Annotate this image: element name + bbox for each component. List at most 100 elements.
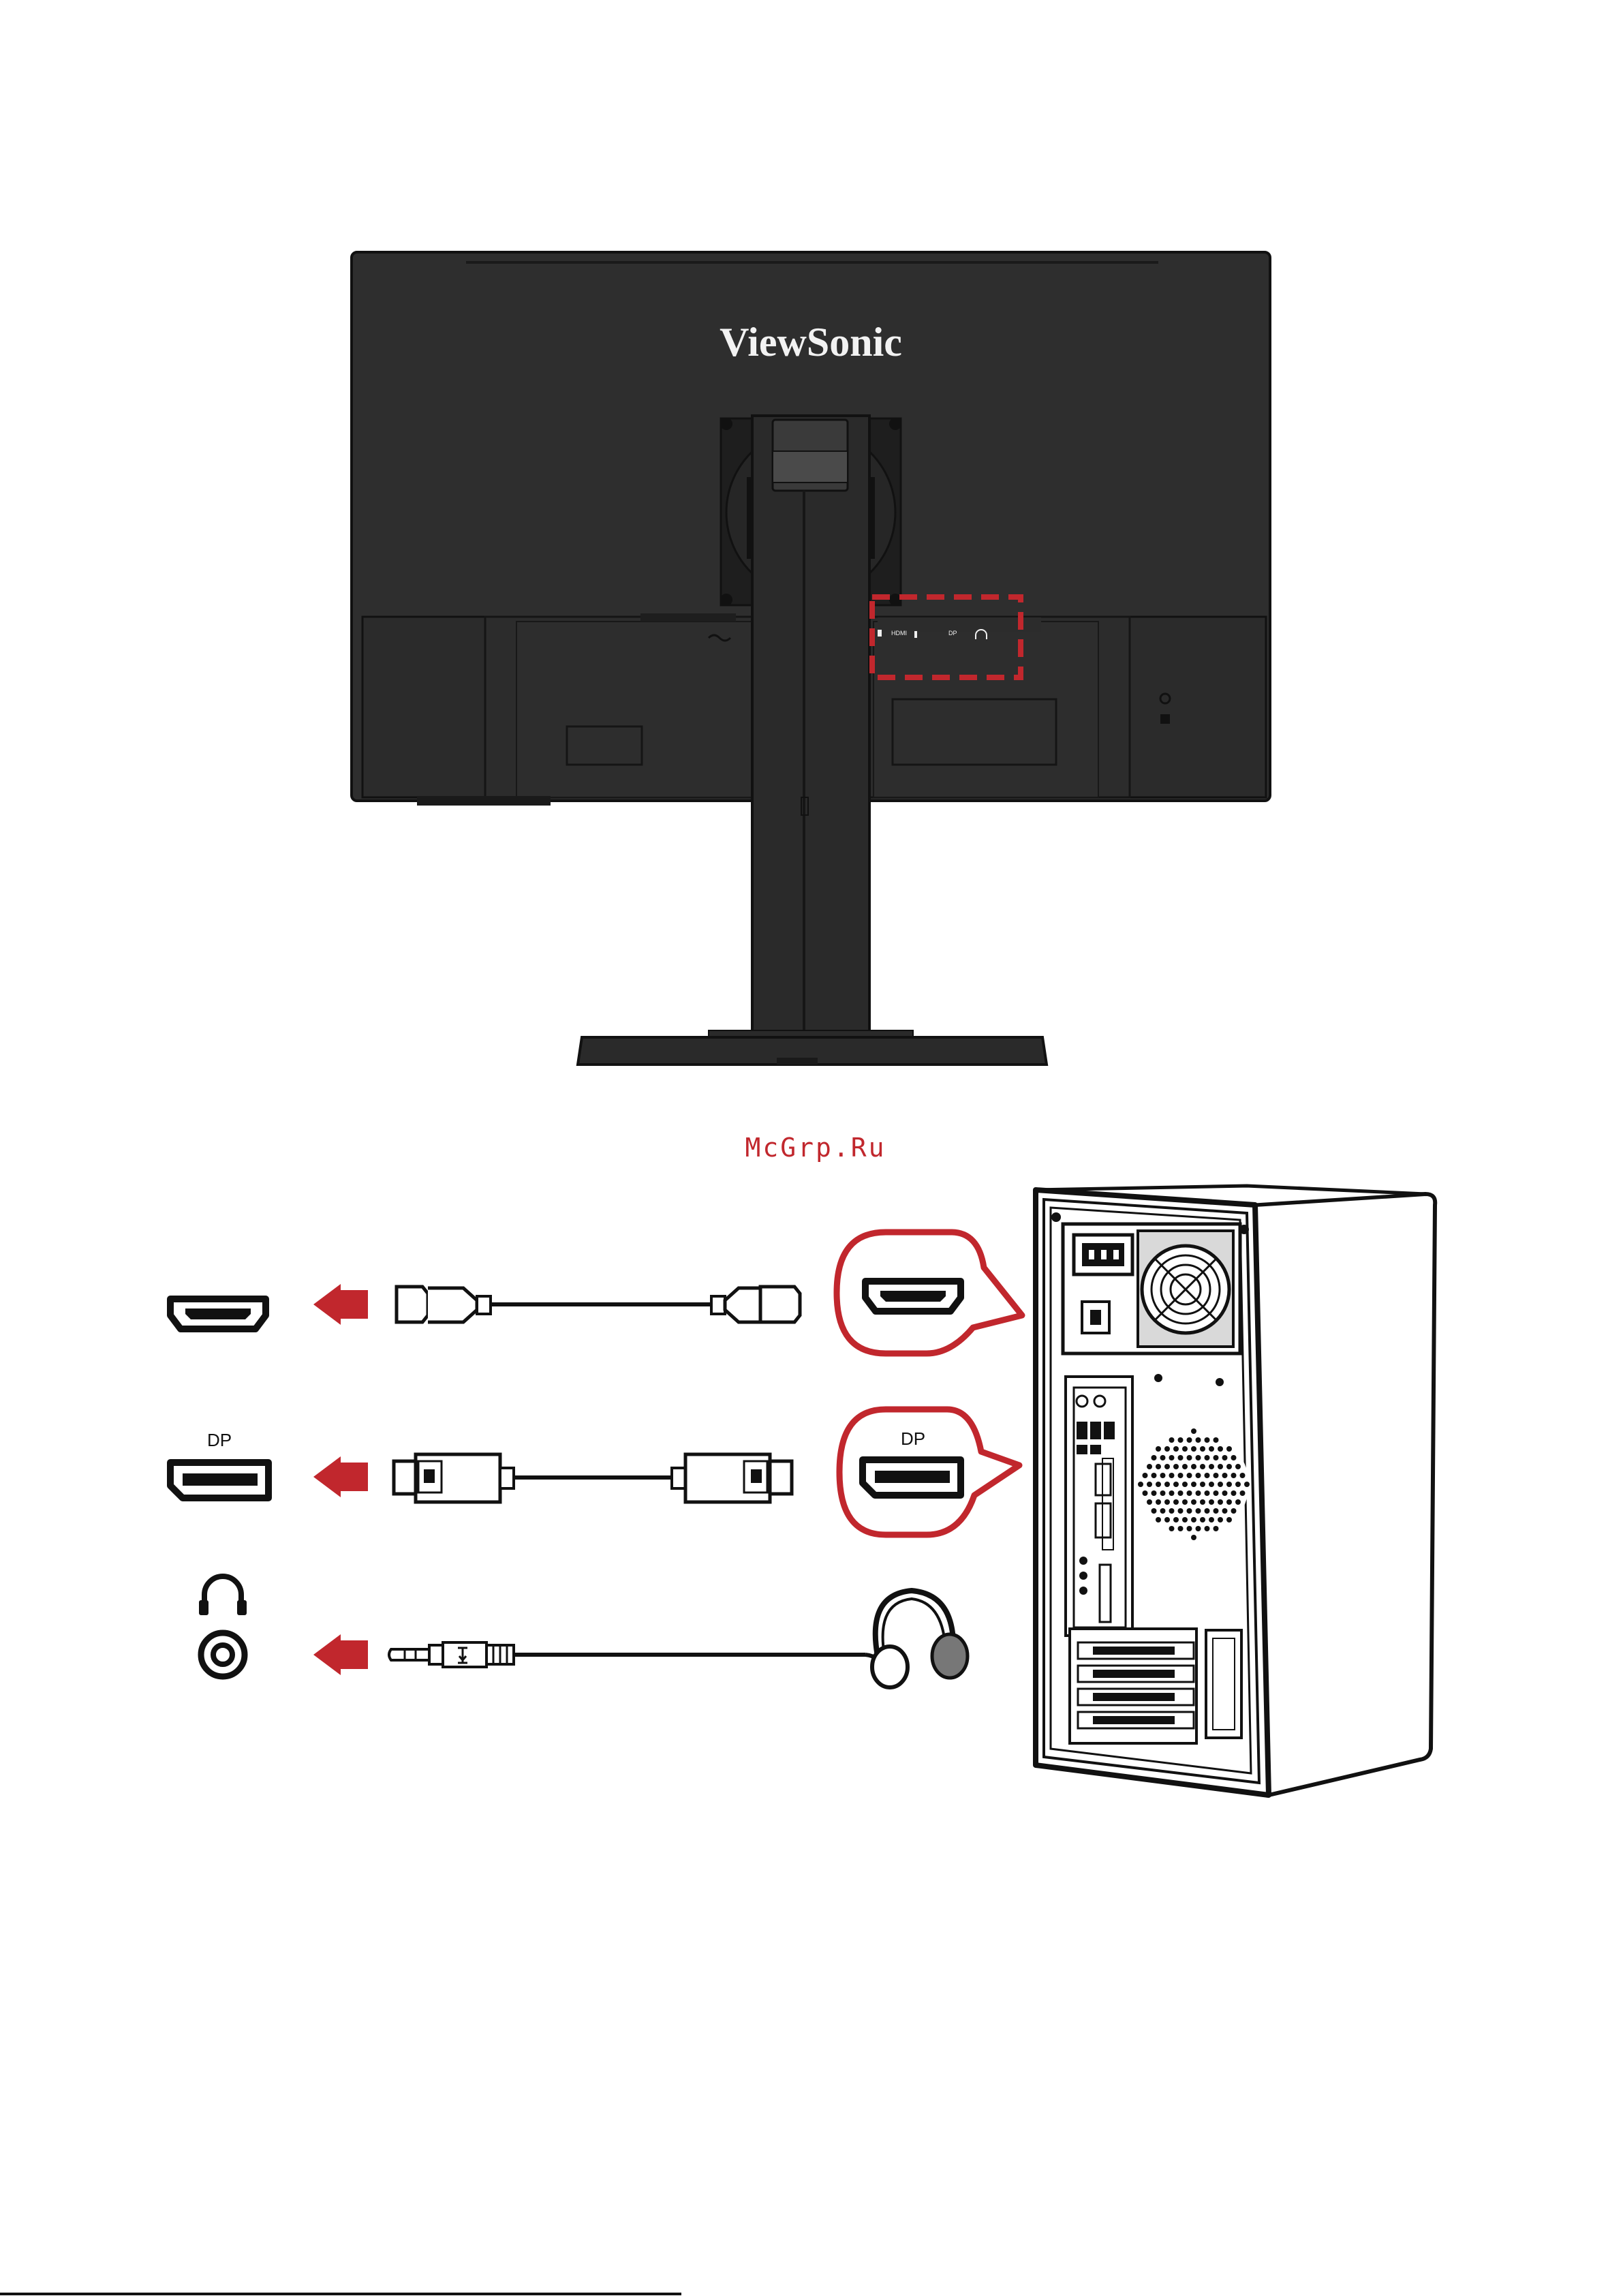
headphones-icon [872, 1591, 968, 1687]
vent-hole [1196, 1437, 1201, 1443]
vent-hole [1205, 1437, 1210, 1443]
vent-hole [1226, 1464, 1232, 1469]
displayport-cable [394, 1454, 792, 1502]
vent-hole [1191, 1428, 1196, 1434]
vent-hole [1151, 1490, 1157, 1496]
vent-hole [1182, 1517, 1188, 1522]
vent-hole [1151, 1455, 1157, 1460]
vent-hole [1156, 1446, 1161, 1452]
watermark: McGrp.Ru [745, 1133, 886, 1163]
vent-hole [1178, 1437, 1184, 1443]
vent-hole [1214, 1508, 1219, 1514]
vent-hole [1178, 1526, 1184, 1531]
vent-hole [1143, 1490, 1148, 1496]
vent-hole [1200, 1464, 1205, 1469]
vent-hole [1173, 1517, 1179, 1522]
arrow-left-icon [313, 1634, 368, 1675]
vent-hole [1151, 1508, 1157, 1514]
dp-callout-label: DP [901, 1428, 925, 1449]
vent-hole [1218, 1499, 1223, 1505]
displayport-callout: DP [839, 1409, 1019, 1535]
monitor-back-view: ViewSonic HDMI DP [352, 252, 1270, 1065]
vent-hole [1209, 1499, 1214, 1505]
vent-hole [1200, 1499, 1205, 1505]
vent-hole [1187, 1437, 1192, 1443]
pc-tower-icon [1036, 1186, 1435, 1795]
vent-hole [1187, 1490, 1192, 1496]
vent-hole [1205, 1455, 1210, 1460]
displayport-connection-row: DP DP [170, 1409, 1019, 1535]
vent-hole [1164, 1446, 1170, 1452]
vent-hole [1205, 1490, 1210, 1496]
vent-hole [1147, 1464, 1152, 1469]
vent-hole [1205, 1473, 1210, 1478]
vent-hole [1231, 1508, 1237, 1514]
vent-hole [1169, 1455, 1175, 1460]
vent-hole [1214, 1473, 1219, 1478]
vent-hole [1235, 1499, 1241, 1505]
vent-hole [1196, 1508, 1201, 1514]
monitor-dp-label: DP [948, 630, 957, 637]
vent-hole [1147, 1482, 1152, 1487]
vent-hole [1231, 1455, 1237, 1460]
vent-hole [1173, 1446, 1179, 1452]
vent-hole [1226, 1482, 1232, 1487]
vent-hole [1173, 1499, 1179, 1505]
vent-hole [1178, 1455, 1184, 1460]
vent-hole [1164, 1482, 1170, 1487]
vent-hole [1191, 1535, 1196, 1540]
brand-logo: ViewSonic [720, 320, 902, 365]
vent-hole [1173, 1482, 1179, 1487]
vent-hole [1147, 1499, 1152, 1505]
vent-hole [1200, 1482, 1205, 1487]
arrow-left-icon [313, 1456, 368, 1497]
vent-hole [1164, 1499, 1170, 1505]
vent-hole [1226, 1499, 1232, 1505]
vent-hole [1214, 1455, 1219, 1460]
vent-hole [1244, 1482, 1250, 1487]
vent-hole [1218, 1446, 1223, 1452]
vent-hole [1143, 1473, 1148, 1478]
vent-hole [1160, 1508, 1166, 1514]
vent-hole [1187, 1508, 1192, 1514]
vent-hole [1138, 1482, 1143, 1487]
hdmi-cable [397, 1287, 800, 1322]
vent-hole [1169, 1437, 1175, 1443]
vent-hole [1169, 1508, 1175, 1514]
vent-hole [1205, 1526, 1210, 1531]
vent-hole [1226, 1517, 1232, 1522]
vent-hole [1160, 1473, 1166, 1478]
vent-hole [1191, 1464, 1196, 1469]
vent-hole [1196, 1473, 1201, 1478]
vent-hole [1222, 1508, 1228, 1514]
vent-hole [1187, 1455, 1192, 1460]
vent-hole [1196, 1455, 1201, 1460]
vent-hole [1169, 1526, 1175, 1531]
vent-hole [1160, 1455, 1166, 1460]
vent-hole [1231, 1473, 1237, 1478]
vent-hole [1209, 1446, 1214, 1452]
hdmi-callout [837, 1232, 1022, 1353]
vent-hole [1182, 1446, 1188, 1452]
vent-hole [1235, 1482, 1241, 1487]
vent-hole [1240, 1490, 1246, 1496]
vent-hole [1209, 1517, 1214, 1522]
vent-hole [1222, 1490, 1228, 1496]
vent-hole [1169, 1473, 1175, 1478]
vent-hole [1187, 1473, 1192, 1478]
vent-hole [1218, 1482, 1223, 1487]
vent-hole [1218, 1464, 1223, 1469]
vent-hole [1231, 1490, 1237, 1496]
vent-hole [1200, 1446, 1205, 1452]
audio-connection-row [199, 1576, 968, 1687]
vent-hole [1182, 1499, 1188, 1505]
vent-hole [1191, 1499, 1196, 1505]
vent-hole [1196, 1526, 1201, 1531]
hdmi-connection-row [170, 1232, 1022, 1353]
vent-hole [1156, 1499, 1161, 1505]
vent-hole [1209, 1464, 1214, 1469]
vent-hole [1178, 1473, 1184, 1478]
vent-hole [1164, 1464, 1170, 1469]
vent-hole [1200, 1517, 1205, 1522]
